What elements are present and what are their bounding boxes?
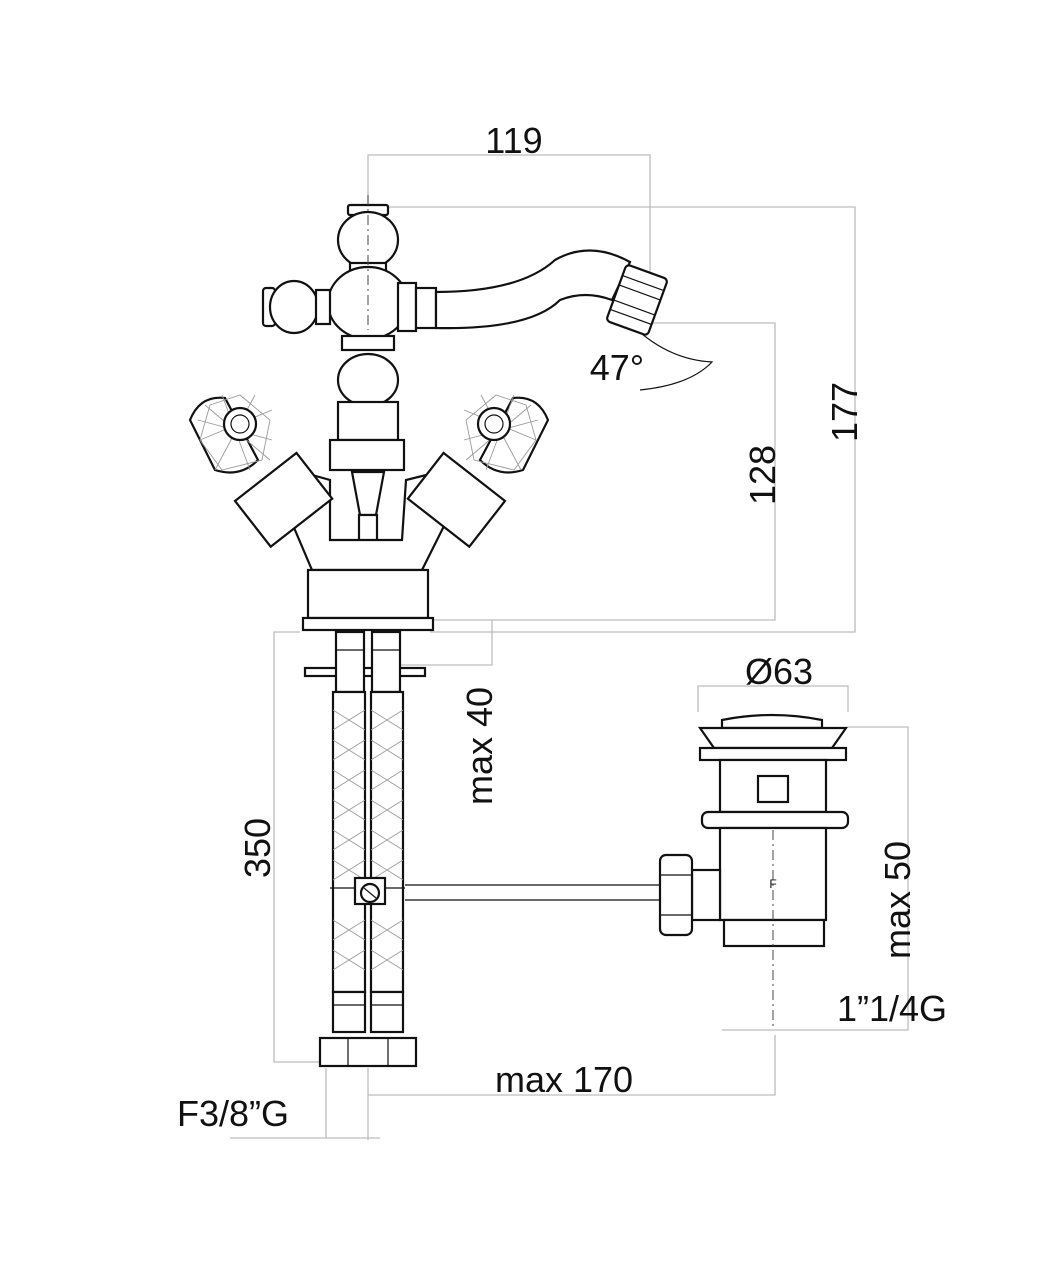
pop-up-rod <box>330 876 660 906</box>
spout-swing-arc <box>634 327 714 391</box>
waste-thread-length-label: max 50 <box>877 841 918 959</box>
waste-thread-label: 1”1/4G <box>837 988 947 1029</box>
hose-length-label: 350 <box>237 818 278 878</box>
dimension-labels: 119 177 128 47° Ø63 max 40 350 max 50 1”… <box>177 120 947 1134</box>
rod-length-label: max 170 <box>495 1059 633 1100</box>
dimension-lines <box>230 154 909 1140</box>
flexible-hoses <box>303 630 427 1068</box>
right-cross-handle <box>463 394 550 474</box>
max-tap-thread-label: max 40 <box>459 687 500 805</box>
waste-diameter-label: Ø63 <box>745 651 813 692</box>
spout-angle-label: 47° <box>590 347 644 388</box>
spout-height-label: 128 <box>742 445 783 505</box>
mixer-body <box>233 195 668 632</box>
pop-up-waste: F <box>658 713 850 1030</box>
total-height-label: 177 <box>824 382 865 442</box>
left-cross-handle <box>188 394 273 474</box>
waste-body-mark: F <box>769 877 776 891</box>
spout-reach-label: 119 <box>485 120 542 161</box>
hose-connection-label: F3/8”G <box>177 1093 289 1134</box>
